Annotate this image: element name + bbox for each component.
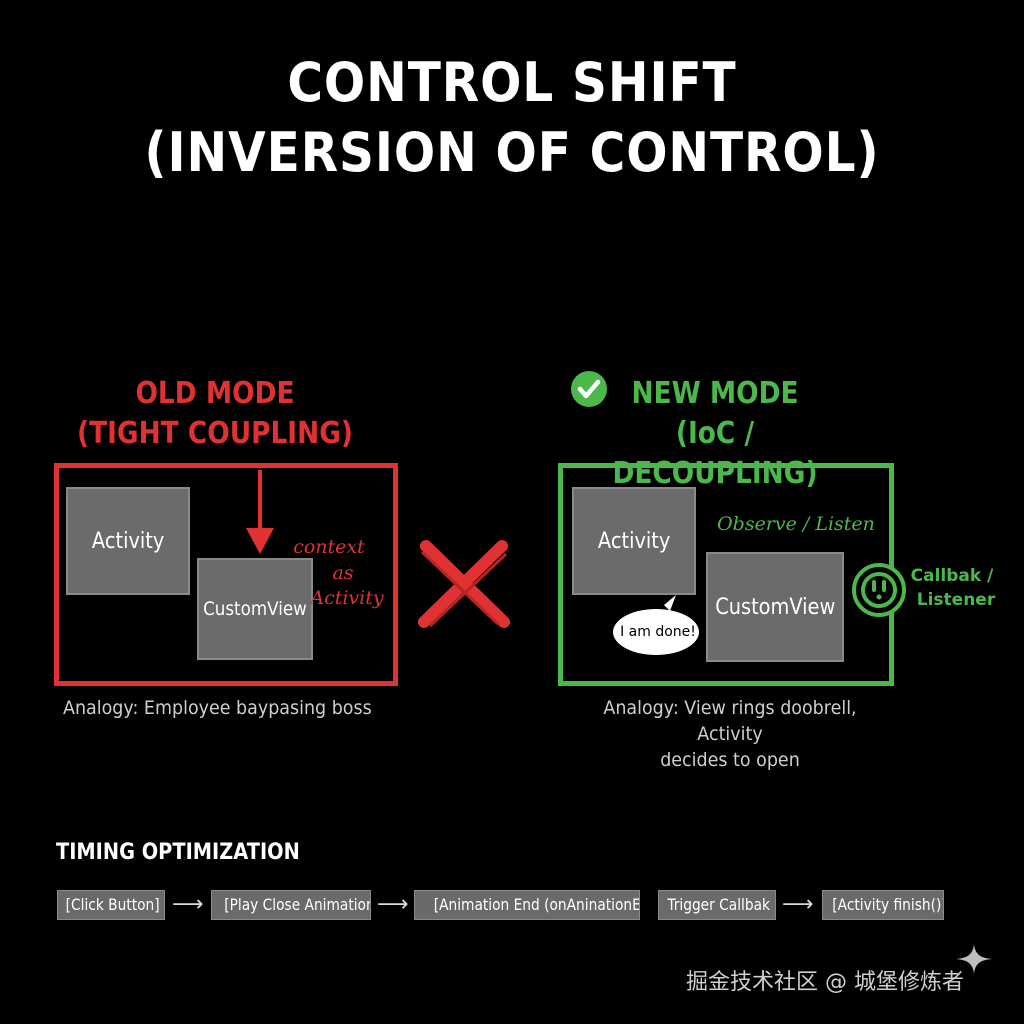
old-activity-label: Activity — [91, 528, 165, 554]
timing-step-5: [Activity finish()] — [822, 890, 944, 920]
speech-bubble-shape — [613, 595, 699, 655]
context-note-line3: Activity — [310, 587, 384, 609]
arrow-right-icon: ⟶ — [377, 892, 409, 917]
old-customview-label: CustomView — [203, 598, 307, 620]
arrow-right-icon: ⟶ — [782, 892, 814, 917]
new-mode-heading-line2: (IoC / DECOUPLING) — [612, 416, 818, 491]
timing-step-2: [Play Close Animation — [211, 890, 371, 920]
sparkle-icon — [956, 944, 992, 974]
timing-step-3-label: [Animation End (onAninationEnd] — [433, 895, 640, 914]
new-analogy-line2: decides to open — [660, 749, 800, 771]
page-title-line2: (INVERSION OF CONTROL) — [144, 121, 880, 184]
old-analogy: Analogy: Employee baypasing boss — [63, 695, 423, 721]
new-mode-heading-line1: NEW MODE — [631, 376, 799, 411]
context-note-line2: as — [332, 562, 354, 584]
context-note-line1: context — [293, 536, 365, 558]
observe-listen-note: Observe / Listen — [717, 513, 875, 535]
callback-label-line2: Listener — [916, 590, 996, 610]
watermark-text: 掘金技术社区 @ 城堡修炼者 — [686, 970, 964, 995]
timing-step-2-label: [Play Close Animation — [224, 895, 371, 914]
old-activity-box: Activity — [66, 487, 190, 595]
timing-step-1-label: [Click Button] — [65, 895, 160, 914]
timing-heading: TIMING OPTIMIZATION — [56, 840, 300, 865]
check-circle-icon — [571, 371, 607, 407]
new-customview-label: CustomView — [714, 594, 836, 620]
page-title-line1: CONTROL SHIFT — [287, 51, 737, 114]
old-mode-heading-line1: OLD MODE — [135, 376, 295, 411]
new-activity-box: Activity — [572, 487, 696, 595]
timing-step-5-label: [Activity finish()] — [832, 895, 944, 914]
new-analogy: Analogy: View rings doobrell, Activity d… — [560, 695, 900, 773]
timing-step-1: [Click Button] — [57, 890, 165, 920]
down-arrow-icon — [246, 470, 274, 554]
old-mode-frame — [54, 463, 398, 686]
cross-icon — [418, 540, 510, 628]
new-analogy-line1: Analogy: View rings doobrell, Activity — [603, 697, 857, 745]
old-customview-box: CustomView — [197, 558, 313, 660]
arrow-right-icon: ⟶ — [172, 892, 204, 917]
callback-label-line1: Callbak / — [910, 566, 994, 586]
old-mode-heading-line2: (TIGHT COUPLING) — [77, 416, 353, 451]
speech-bubble-text: I am done! — [620, 624, 696, 640]
plug-icon — [852, 563, 906, 617]
old-analogy-text: Analogy: Employee baypasing boss — [63, 697, 372, 719]
timing-step-4-label: Trigger Callbak — [667, 895, 771, 914]
new-customview-box: CustomView — [706, 552, 844, 662]
timing-step-4: Trigger Callbak — [658, 890, 776, 920]
new-activity-label: Activity — [597, 528, 671, 554]
timing-step-3: [Animation End (onAninationEnd] — [414, 890, 640, 920]
